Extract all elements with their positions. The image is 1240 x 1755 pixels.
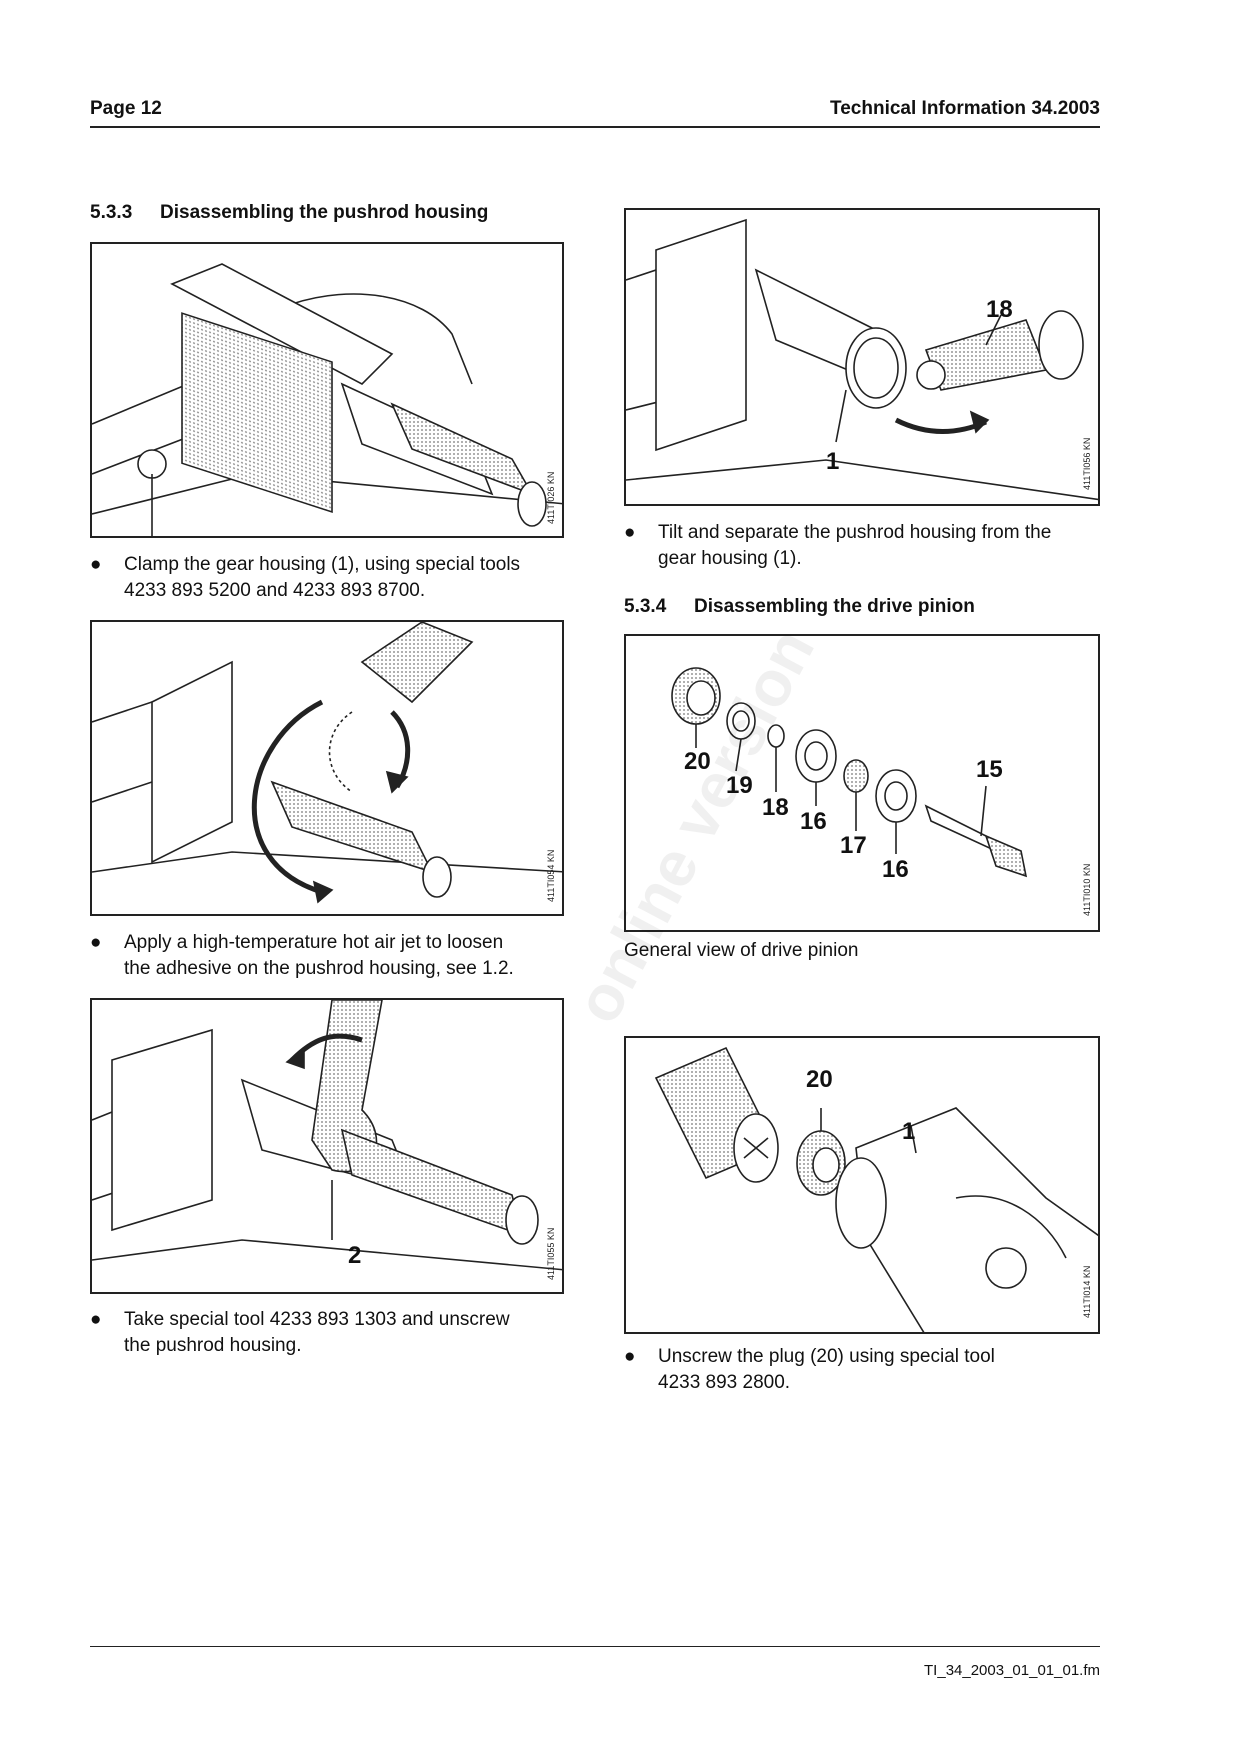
figure-unscrew-pushrod: 2 411TI055 KN [90, 998, 564, 1294]
callout-19: 19 [726, 772, 753, 799]
document-title: Technical Information 34.2003 [830, 98, 1100, 119]
header-rule [90, 126, 1100, 128]
section-title: Disassembling the drive pinion [694, 596, 975, 617]
illustration-clamped-housing [92, 263, 562, 536]
bullet-clamp: ● Clamp the gear housing (1), using spec… [90, 552, 570, 612]
illustration-separate-housing [626, 218, 1098, 501]
figure-tilt-separate: 18 1 411TI056 KN [624, 208, 1100, 506]
figure-code: 411TI054 KN [546, 849, 556, 902]
callout-20: 20 [806, 1066, 833, 1093]
illustration-exploded-pinion [671, 667, 1028, 878]
footer-filename: TI_34_2003_01_01_01.fm [924, 1662, 1100, 1679]
bullet-text: Unscrew the plug (20) using special tool… [658, 1346, 995, 1393]
callout-16b: 16 [882, 856, 909, 883]
figure-code: 411TI010 KN [1082, 863, 1092, 916]
bullet-tilt: ● Tilt and separate the pushrod housing … [624, 520, 1104, 580]
bullet-text: Tilt and separate the pushrod housing fr… [658, 522, 1052, 569]
bullet-unscrew-plug: ● Unscrew the plug (20) using special to… [624, 1344, 1104, 1404]
section-title: Disassembling the pushrod housing [160, 202, 489, 223]
figure-drive-pinion-parts: 20 19 18 16 17 16 15 411TI010 KN [624, 634, 1100, 932]
figure-clamp-gear-housing: 411TI026 KN [90, 242, 564, 538]
section-number: 5.3.3 [90, 202, 133, 223]
figure-unscrew-plug: 20 1 411TI014 KN [624, 1036, 1100, 1334]
figure-code: 411TI014 KN [1082, 1265, 1092, 1318]
callout-2: 2 [348, 1242, 362, 1269]
callout-15: 15 [976, 756, 1003, 783]
bullet-dot: ● [624, 1346, 636, 1367]
illustration-wrench [92, 1000, 562, 1271]
section-number: 5.3.4 [624, 596, 667, 617]
footer-rule [90, 1646, 1100, 1647]
figure-hot-air-jet: 411TI054 KN [90, 620, 564, 916]
figure-code: 411TI026 KN [546, 471, 556, 524]
bullet-dot: ● [90, 1309, 102, 1330]
figure-caption: General view of drive pinion [624, 940, 859, 961]
callout-17: 17 [840, 832, 867, 859]
bullet-unscrew: ● Take special tool 4233 893 1303 and un… [90, 1307, 570, 1367]
section-heading-533: 5.3.3 Disassembling the pushrod housing [90, 202, 488, 224]
callout-20: 20 [684, 748, 711, 775]
callout-18: 18 [986, 296, 1013, 323]
bullet-text: Take special tool 4233 893 1303 and unsc… [124, 1309, 510, 1356]
callout-18: 18 [762, 794, 789, 821]
page-number: Page 12 [90, 98, 162, 119]
illustration-hot-air [92, 622, 562, 904]
callout-1: 1 [902, 1118, 916, 1145]
figure-code: 411TI056 KN [1082, 437, 1092, 490]
bullet-hot-air: ● Apply a high-temperature hot air jet t… [90, 930, 570, 990]
bullet-dot: ● [624, 522, 636, 543]
figure-code: 411TI055 KN [546, 1227, 556, 1280]
bullet-dot: ● [90, 554, 102, 575]
illustration-plug-removal [654, 1046, 1098, 1332]
bullet-text: Apply a high-temperature hot air jet to … [124, 932, 514, 979]
section-heading-534: 5.3.4 Disassembling the drive pinion [624, 596, 975, 618]
bullet-text: Clamp the gear housing (1), using specia… [124, 554, 521, 601]
callout-16: 16 [800, 808, 827, 835]
callout-1: 1 [826, 448, 840, 475]
bullet-dot: ● [90, 932, 102, 953]
